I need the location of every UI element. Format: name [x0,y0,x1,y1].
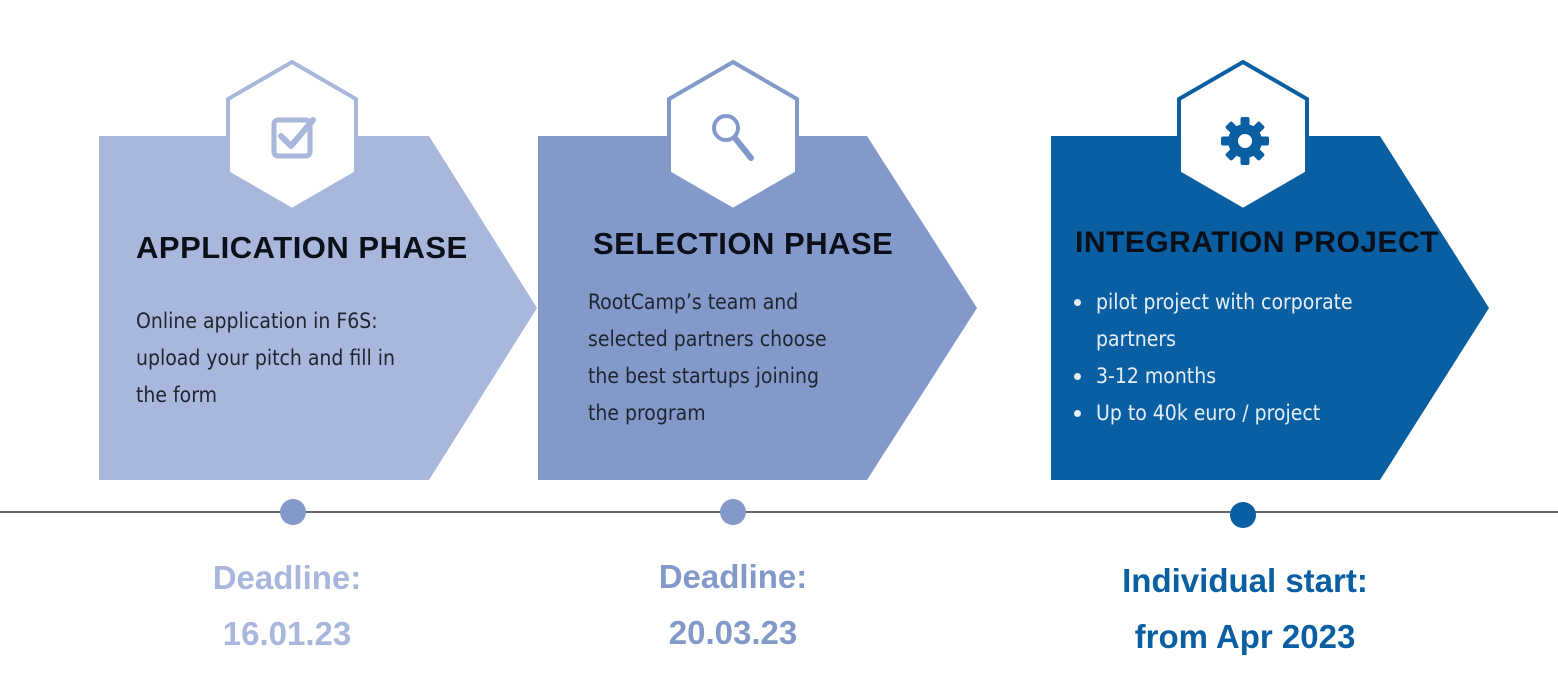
timeline-line [0,511,1558,513]
bullet-text: pilot project with corporate [1096,290,1353,314]
bullet-text: Up to 40k euro / project [1096,401,1321,425]
deadline-date: 20.03.23 [668,614,798,651]
phase-bullets-integration: pilot project with corporate partners 3-… [1072,284,1392,432]
timeline-dot-integration [1230,502,1256,528]
phase-description-selection: RootCamp’s team and selected partners ch… [588,284,888,432]
description-line: RootCamp’s team and [588,290,799,314]
bullet-item: pilot project with corporate partners [1072,284,1392,358]
description-line: upload your pitch and fill in [136,346,396,370]
deadline-label: Deadline: [658,558,808,595]
deadline-selection: Deadline: 20.03.23 [588,549,878,661]
timeline-dot-application [280,499,306,525]
deadline-date: 16.01.23 [222,615,352,652]
bullet-item: 3-12 months [1072,358,1392,395]
phase-title-selection: SELECTION PHASE [593,226,894,261]
integration-project-arrow [1051,136,1489,480]
description-line: Online application in F6S: [136,309,378,333]
magnifier-icon [667,59,799,213]
selection-phase-arrow [538,136,977,480]
start-integration: Individual start: from Apr 2023 [1075,553,1415,665]
gear-icon [1177,59,1309,213]
description-line: the best startups joining [588,364,819,388]
application-phase-arrow [99,136,537,480]
deadline-application: Deadline: 16.01.23 [142,550,432,662]
checkbox-icon [226,59,358,213]
description-line: the program [588,401,706,425]
description-line: selected partners choose [588,327,827,351]
deadline-label: Deadline: [212,559,362,596]
timeline-dot-selection [720,499,746,525]
phase-description-application: Online application in F6S: upload your p… [136,303,436,414]
phase-title-integration: INTEGRATION PROJECT [1075,226,1439,259]
bullet-text: partners [1096,327,1176,351]
phase-title-application: APPLICATION PHASE [136,230,468,265]
bullet-item: Up to 40k euro / project [1072,395,1392,432]
description-line: the form [136,383,218,407]
start-label: Individual start: [1122,562,1368,599]
bullet-text: 3-12 months [1096,364,1217,388]
start-date: from Apr 2023 [1134,618,1356,655]
